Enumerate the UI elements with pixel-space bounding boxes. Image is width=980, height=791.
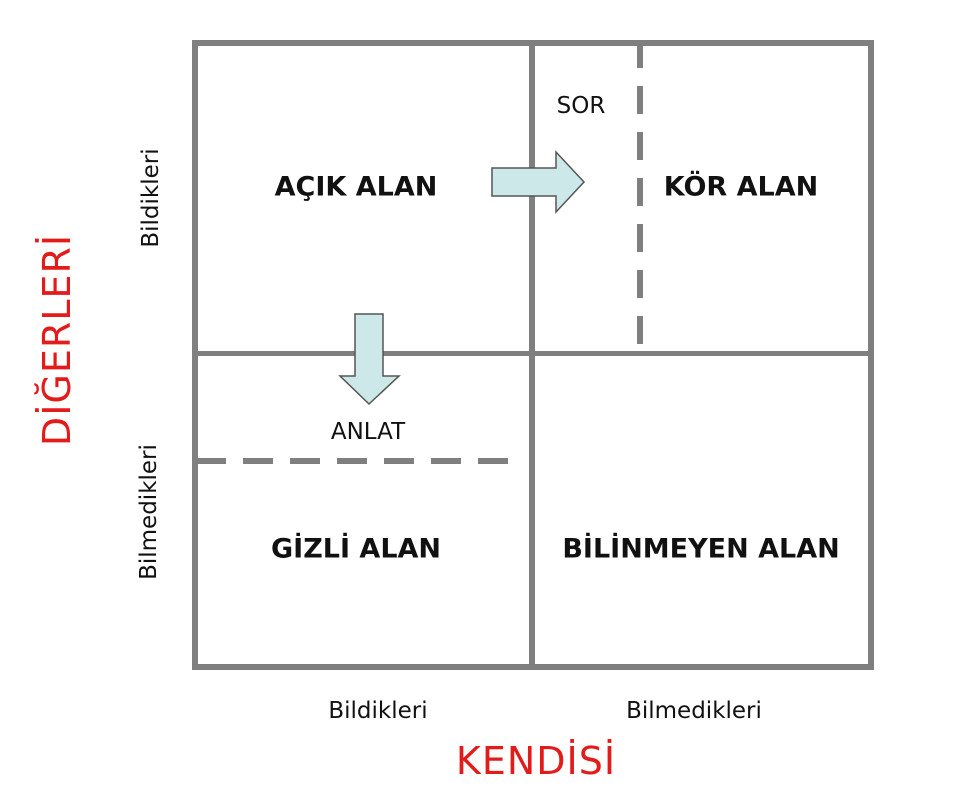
ask-arrow-icon (491, 150, 586, 214)
tell-label: ANLAT (330, 419, 406, 445)
others-axis-title: DİĞERLERİ (35, 233, 79, 447)
unknown-area-label: BİLİNMEYEN ALAN (562, 533, 840, 565)
hidden-area-label: GİZLİ ALAN (270, 533, 442, 565)
others-known-label: Bildikleri (138, 148, 164, 248)
others-unknown-label: Bilmedikleri (136, 444, 162, 580)
self-axis-title: KENDİSİ (455, 739, 617, 783)
self-known-label: Bildikleri (328, 698, 428, 724)
vertical-divider (529, 40, 535, 670)
tell-dashed-boundary (196, 458, 516, 464)
tell-arrow-icon (338, 313, 401, 406)
ask-dashed-boundary (637, 40, 643, 355)
self-unknown-label: Bilmedikleri (626, 698, 762, 724)
open-area-label: AÇIK ALAN (274, 171, 438, 203)
ask-label: SOR (556, 93, 606, 119)
blind-area-label: KÖR ALAN (663, 171, 819, 203)
